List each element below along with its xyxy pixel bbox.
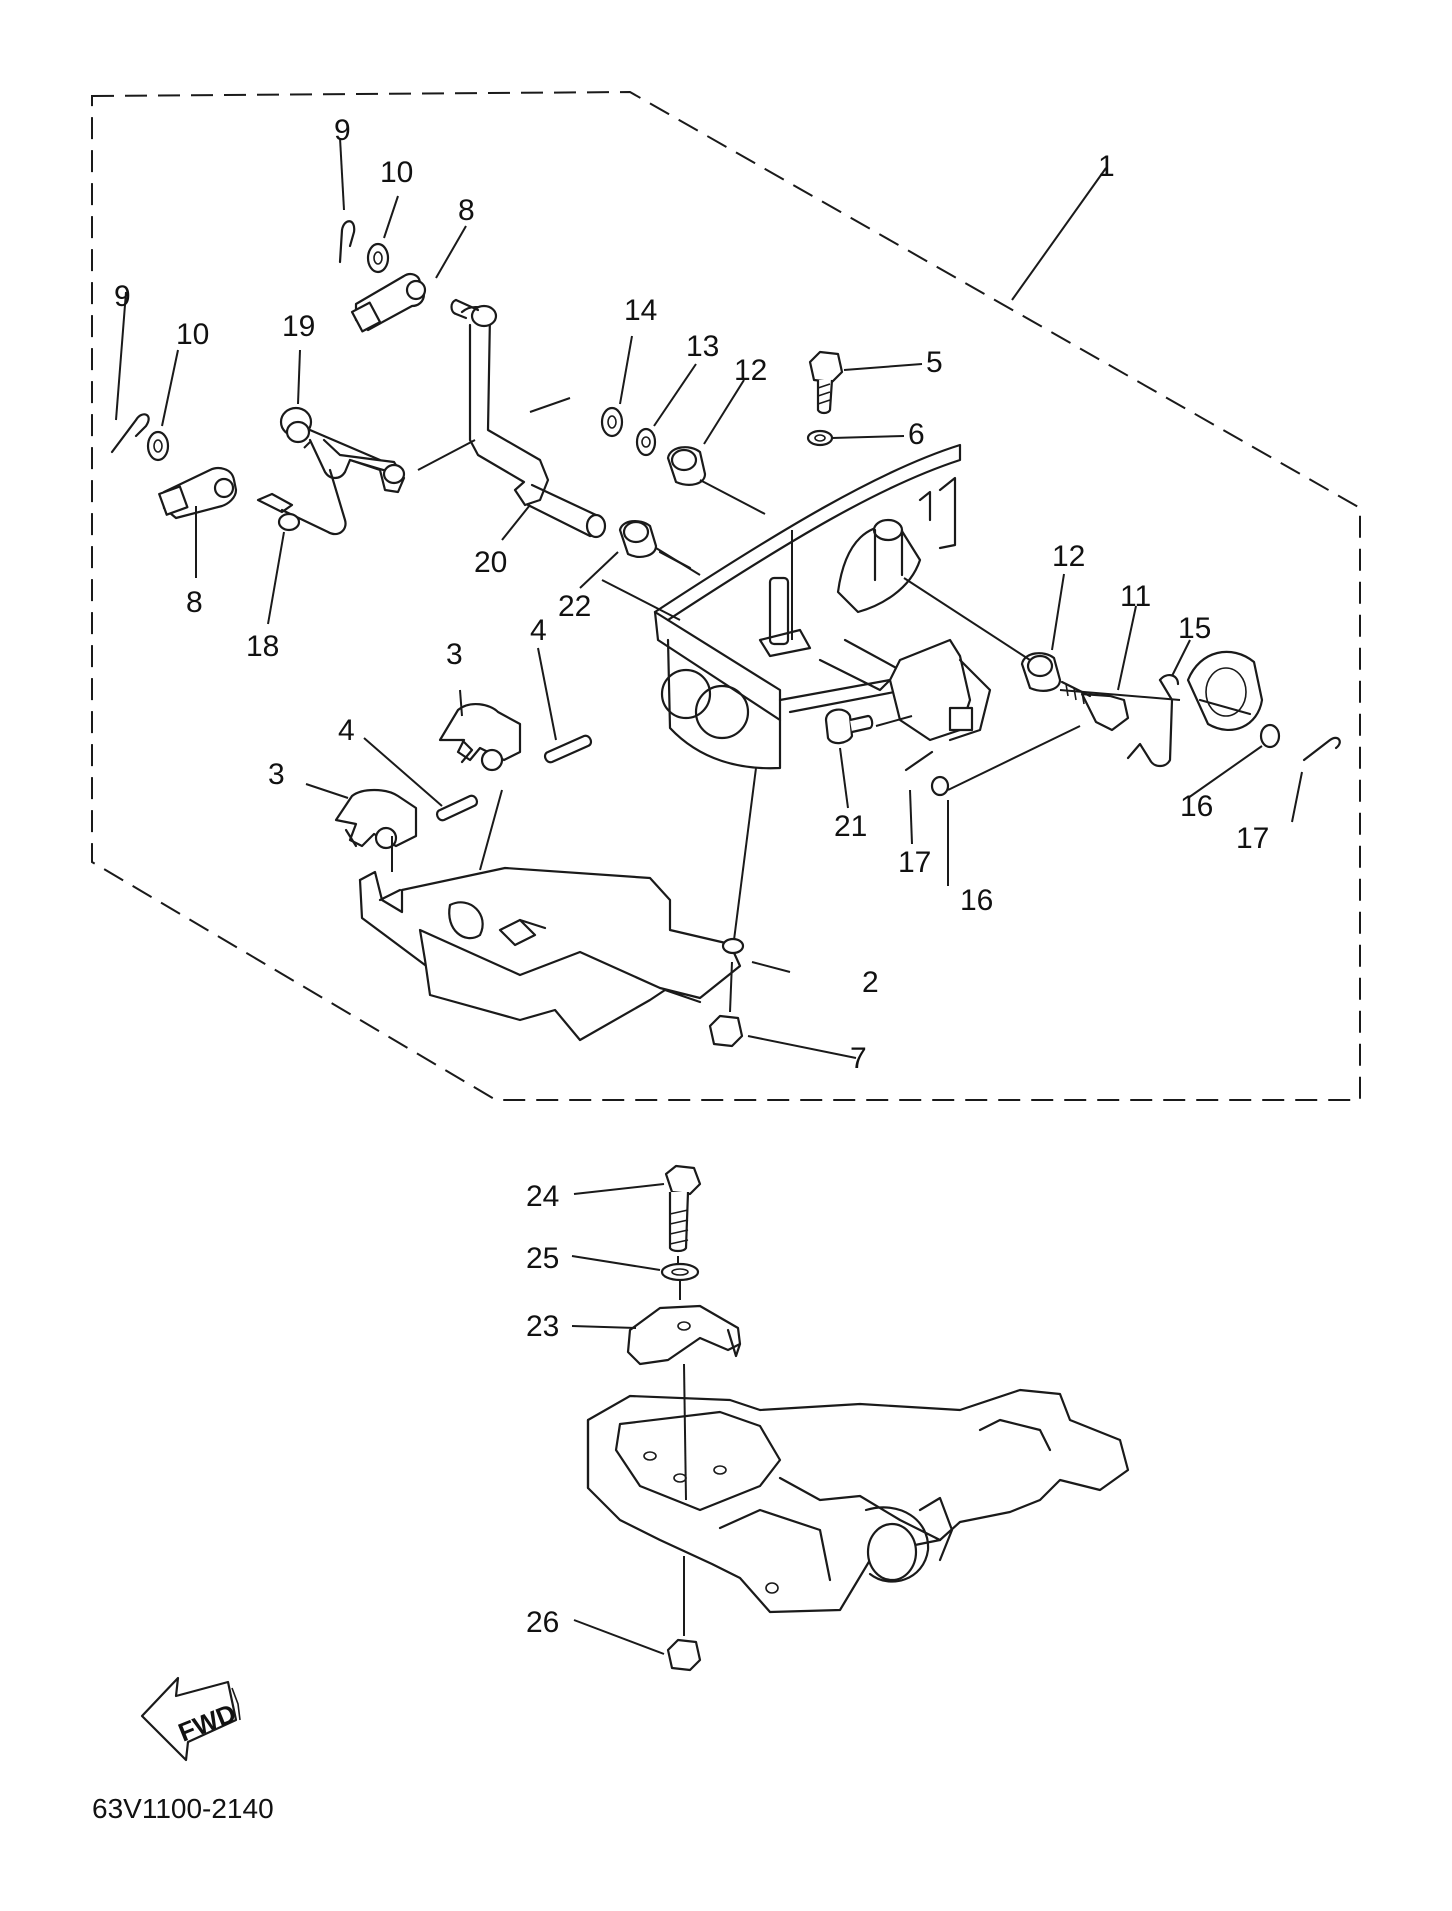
assembly-boundary [91,90,1361,1101]
callout-21: 21 [834,810,867,843]
callout-24: 24 [526,1180,559,1213]
callout-labels: 1 2 3 3 4 4 5 6 7 8 8 9 9 10 10 11 12 12… [114,114,1269,1639]
spring-15 [1126,674,1180,768]
nut-26 [666,1638,702,1672]
callout-4b: 4 [338,714,355,747]
bushing-22 [618,520,692,570]
callout-16b: 16 [960,884,993,917]
callout-4a: 4 [530,614,547,647]
bolt-5 [808,350,844,415]
bolt-24 [664,1164,702,1253]
callout-15: 15 [1178,612,1211,645]
callout-13: 13 [686,330,719,363]
fwd-arrow-icon: FWD [140,1676,241,1762]
callout-19: 19 [282,310,315,343]
nut-7 [708,1014,744,1048]
washers [146,242,1281,797]
diagram-code: 63V1100-2140 [92,1793,274,1824]
callout-23: 23 [526,1310,559,1343]
callout-8b: 8 [186,586,203,619]
callout-20: 20 [474,546,507,579]
joint-11 [1060,680,1130,732]
cam-plate [1186,650,1264,732]
callout-7: 7 [850,1042,867,1075]
assembly-leads [303,397,1181,1013]
callout-26: 26 [526,1606,559,1639]
callout-12b: 12 [1052,540,1085,573]
callout-22: 22 [558,590,591,623]
cam-upper [438,703,522,772]
callout-9b: 9 [114,280,131,313]
pins [435,734,593,822]
callout-1: 1 [1098,150,1115,183]
link-rod-lower [158,467,238,520]
callout-2: 2 [862,966,879,999]
plate-23 [626,1304,742,1366]
callout-3b: 3 [268,758,285,791]
callout-16a: 16 [1180,790,1213,823]
fwd-label: FWD [174,1698,240,1748]
callout-17a: 17 [898,846,931,879]
callout-25: 25 [526,1242,559,1275]
shift-lever [450,298,607,539]
bushing-12-upper [666,446,707,486]
swivel-bracket [586,1388,1130,1614]
washer-25 [660,1262,700,1282]
collar-19 [279,406,382,462]
callout-10a: 10 [380,156,413,189]
callout-3a: 3 [446,638,463,671]
callout-10b: 10 [176,318,209,351]
callout-14: 14 [624,294,657,327]
throttle-lever [256,438,406,536]
callout-8a: 8 [458,194,475,227]
callout-17b: 17 [1236,822,1269,855]
link-rod-upper [350,273,427,333]
engine-block [653,443,962,770]
callout-18: 18 [246,630,279,663]
cotter-pins [110,220,1341,772]
cam-lower [334,788,418,850]
callout-9a: 9 [334,114,351,147]
callout-5: 5 [926,346,943,379]
shift-bracket [358,866,745,1042]
callout-6: 6 [908,418,925,451]
bushing-12-lower [1020,652,1062,692]
callout-leaders [115,137,1303,1655]
callout-11: 11 [1120,580,1151,613]
screw-21 [824,708,874,745]
callout-12a: 12 [734,354,767,387]
shift-rod-housing [888,638,992,742]
lower-leads [677,1256,687,1636]
